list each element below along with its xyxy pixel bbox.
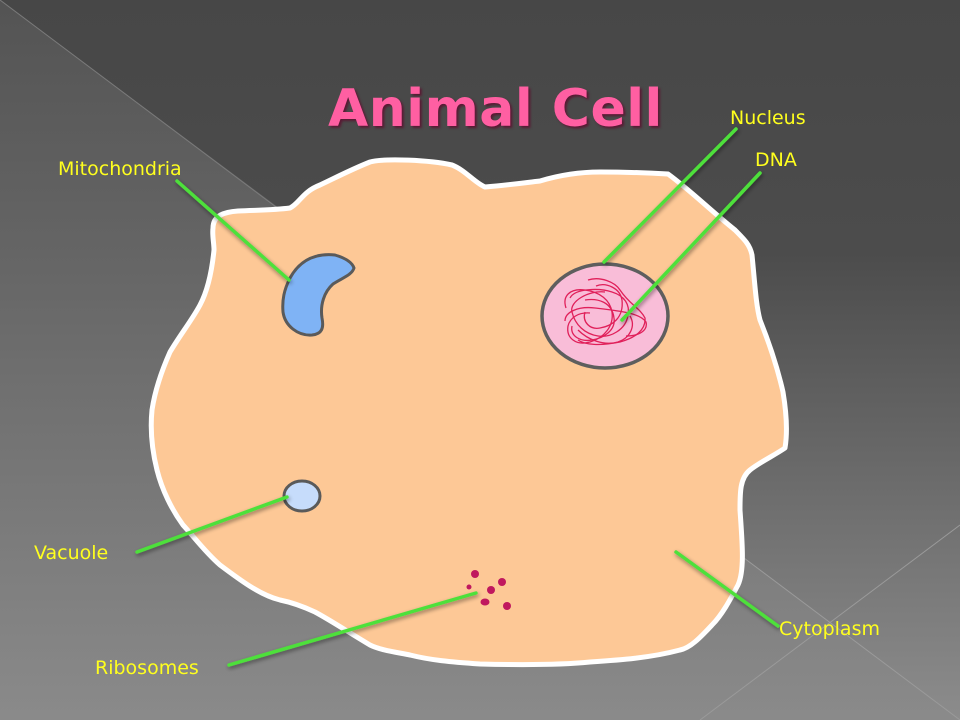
- background-diagonal-line-3: [699, 524, 960, 720]
- label-mitochondria: Mitochondria: [58, 158, 182, 180]
- label-vacuole: Vacuole: [34, 542, 109, 564]
- mitochondria-organelle[interactable]: [281, 253, 356, 337]
- ribosome: [487, 586, 495, 594]
- background-diagonal-line-2: [739, 554, 960, 720]
- ribosomes-cluster[interactable]: [466, 570, 512, 610]
- leader-lines: [135, 127, 780, 667]
- slide-title: Animal Cell: [328, 79, 663, 139]
- vacuole-organelle[interactable]: [282, 479, 322, 513]
- background-diagonal-line: [0, 0, 281, 211]
- vacuole-leader-line: [135, 495, 289, 554]
- label-cytoplasm: Cytoplasm: [779, 618, 880, 640]
- ribosome: [480, 598, 490, 606]
- label-nucleus: Nucleus: [730, 107, 806, 129]
- label-dna: DNA: [755, 149, 797, 171]
- ribosome: [466, 584, 472, 590]
- nucleus-leader-line: [602, 127, 738, 264]
- ribosome: [498, 578, 506, 586]
- cytoplasm-leader-line: [674, 550, 780, 628]
- ribosome: [503, 602, 511, 610]
- mitochondria-leader-line: [175, 179, 291, 282]
- ribosomes-leader-line: [227, 591, 478, 667]
- ribosome: [471, 570, 479, 578]
- dna-leader-line: [620, 171, 762, 322]
- label-ribosomes: Ribosomes: [95, 657, 199, 679]
